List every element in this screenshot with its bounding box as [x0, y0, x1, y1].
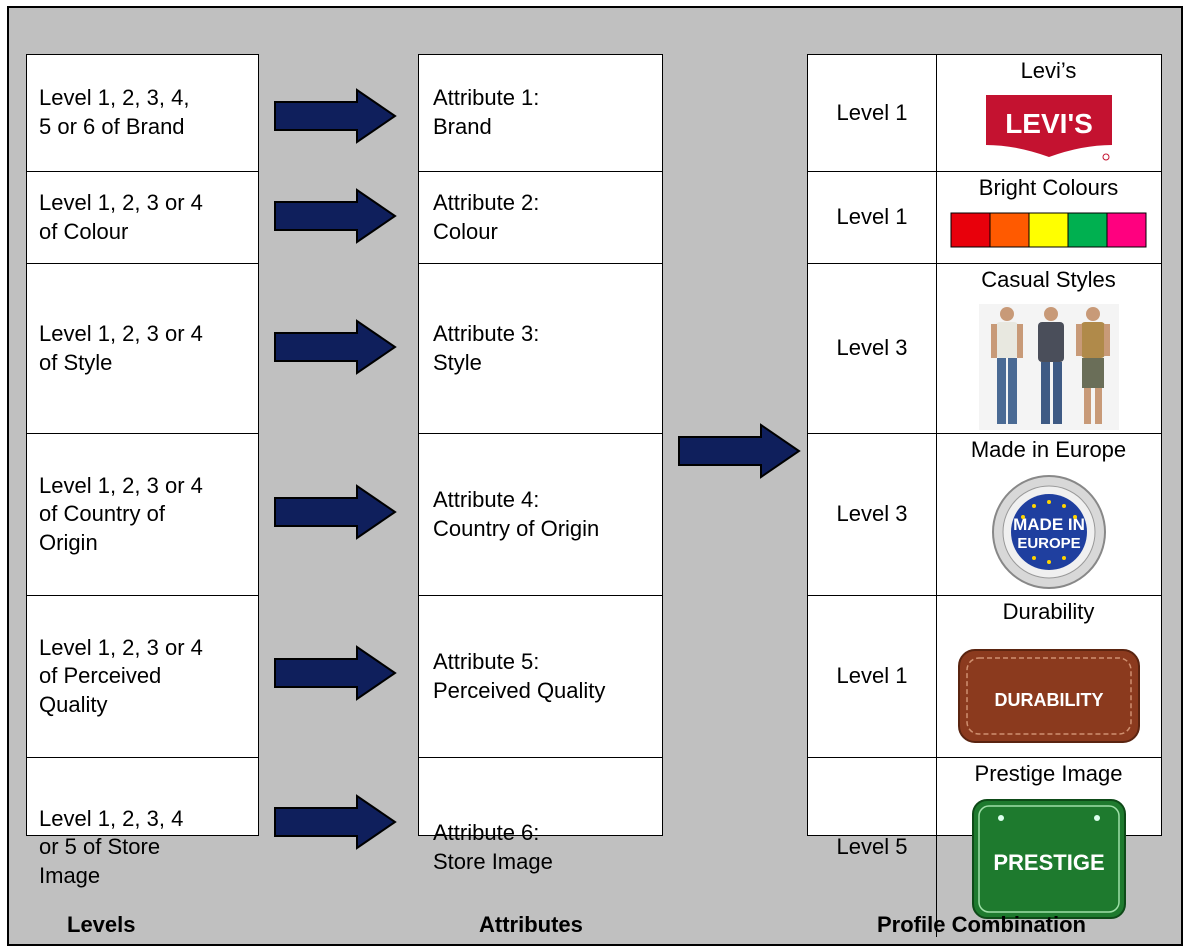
level-text: Level 1, 2, 3 or 4 of Style: [39, 320, 203, 375]
attribute-cell-5: Attribute 5: Perceived Quality: [419, 595, 662, 757]
swatch-orange: [989, 212, 1029, 248]
attributes-column: Attribute 1: Brand Attribute 2: Colour A…: [418, 54, 663, 874]
made-in-europe-badge-icon: MADE IN EUROPE: [991, 475, 1106, 589]
attribute-text: Attribute 1: Brand: [433, 85, 540, 139]
prestige-plate-icon: PRESTIGE: [971, 799, 1126, 919]
levis-logo-text: LEVI'S: [1005, 108, 1093, 139]
level-text: Level 1, 2, 3, 4, 5 or 6 of Brand: [39, 85, 190, 139]
attribute-text: Attribute 6: Store Image: [433, 819, 553, 874]
attribute-text: Attribute 4: Country of Origin: [433, 486, 600, 541]
profile-level: Level 3: [808, 264, 937, 433]
arrow-right-icon: [678, 423, 801, 479]
arrow-right-icon: [274, 645, 397, 701]
profile-row-quality: Level 1 Durability DURABILITY: [808, 595, 1161, 757]
attribute-cell-6: Attribute 6: Store Image: [419, 757, 662, 937]
attribute-cell-4: Attribute 4: Country of Origin: [419, 433, 662, 595]
profile-level: Level 3: [808, 434, 937, 595]
level-text: Level 1, 2, 3, 4 or 5 of Store Image: [39, 805, 184, 888]
profile-row-store: Level 5 Prestige Image PRESTIGE: [808, 757, 1161, 937]
arrow-right-icon: [274, 484, 397, 540]
level-cell-store: Level 1, 2, 3, 4 or 5 of Store Image: [27, 757, 258, 937]
casual-models-icon: [978, 304, 1119, 430]
level-text: Level 1, 2, 3 or 4 of Colour: [39, 189, 203, 244]
attribute-text: Attribute 3: Style: [433, 320, 540, 375]
profile-title: Bright Colours: [978, 175, 1119, 200]
levis-logo-icon: LEVI'S: [985, 95, 1112, 161]
profile-title: Durability: [1002, 599, 1095, 624]
diagram-frame: Level 1, 2, 3, 4, 5 or 6 of Brand Level …: [7, 6, 1183, 946]
swatch-pink: [1106, 212, 1146, 248]
arrow-right-icon: [274, 319, 397, 375]
profile-title: Made in Europe: [970, 437, 1127, 462]
profile-row-brand: Level 1 Levi’s LEVI'S: [808, 55, 1161, 171]
level-text: Level 1, 2, 3 or 4 of Perceived Quality: [39, 634, 203, 717]
levels-column: Level 1, 2, 3, 4, 5 or 6 of Brand Level …: [26, 54, 259, 888]
swatch-green: [1067, 212, 1107, 248]
level-cell-quality: Level 1, 2, 3 or 4 of Perceived Quality: [27, 595, 258, 757]
colour-swatches-icon: [950, 212, 1146, 248]
attribute-text: Attribute 2: Colour: [433, 189, 540, 244]
arrow-right-icon: [274, 794, 397, 850]
level-cell-colour: Level 1, 2, 3 or 4 of Colour: [27, 171, 258, 263]
profile-title: Levi’s: [1020, 58, 1077, 83]
level-cell-brand: Level 1, 2, 3, 4, 5 or 6 of Brand: [27, 55, 258, 171]
profile-column: Level 1 Levi’s LEVI'S Level 1 Bright Col…: [807, 54, 1162, 937]
profile-row-style: Level 3 Casual Styles: [808, 263, 1161, 433]
level-cell-country: Level 1, 2, 3 or 4 of Country of Origin: [27, 433, 258, 595]
profile-row-country: Level 3 Made in Europe MADE IN EUROPE: [808, 433, 1161, 595]
arrow-right-icon: [274, 88, 397, 144]
profile-level: Level 1: [808, 172, 937, 263]
profile-level: Level 1: [808, 596, 937, 757]
badge-text-line-1: MADE IN: [1013, 515, 1085, 534]
attribute-cell-1: Attribute 1: Brand: [419, 55, 662, 171]
profile-level: Level 1: [808, 55, 937, 171]
caption-profile-combination: Profile Combination: [877, 912, 1086, 937]
attribute-text: Attribute 5: Perceived Quality: [433, 648, 606, 703]
caption-levels: Levels: [67, 912, 136, 937]
badge-text-line-2: EUROPE: [1017, 535, 1080, 552]
arrow-right-icon: [274, 188, 397, 244]
level-text: Level 1, 2, 3 or 4 of Country of Origin: [39, 472, 203, 555]
attribute-cell-3: Attribute 3: Style: [419, 263, 662, 433]
swatch-red: [950, 212, 990, 248]
profile-level: Level 5: [808, 758, 937, 937]
attribute-cell-2: Attribute 2: Colour: [419, 171, 662, 263]
prestige-text: PRESTIGE: [993, 850, 1104, 875]
profile-row-colour: Level 1 Bright Colours: [808, 171, 1161, 263]
durability-text: DURABILITY: [994, 690, 1103, 710]
profile-title: Prestige Image: [974, 761, 1123, 786]
swatch-yellow: [1028, 212, 1068, 248]
caption-attributes: Attributes: [479, 912, 583, 937]
level-cell-style: Level 1, 2, 3 or 4 of Style: [27, 263, 258, 433]
durability-leather-patch-icon: DURABILITY: [957, 649, 1140, 743]
profile-title: Casual Styles: [981, 267, 1116, 292]
